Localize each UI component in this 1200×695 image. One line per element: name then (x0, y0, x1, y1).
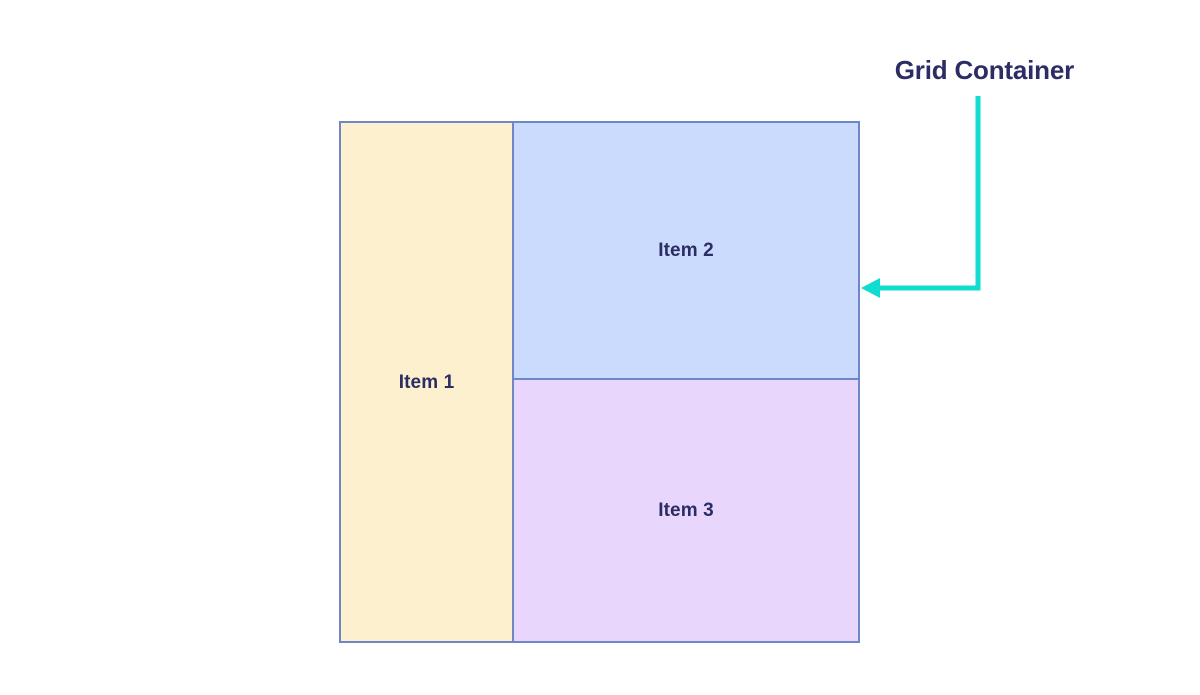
grid-item-1: Item 1 (341, 123, 514, 641)
grid-item-3: Item 3 (514, 380, 858, 641)
grid-item-3-label: Item 3 (658, 500, 714, 521)
grid-item-2-label: Item 2 (658, 240, 714, 261)
elbow-arrow-left-icon (861, 96, 981, 298)
grid-item-1-label: Item 1 (398, 371, 455, 393)
grid-container: Item 1 Item 2 Item 3 (339, 121, 860, 643)
grid-container-annotation-label: Grid Container (894, 55, 1074, 85)
grid-item-2: Item 2 (514, 123, 858, 380)
